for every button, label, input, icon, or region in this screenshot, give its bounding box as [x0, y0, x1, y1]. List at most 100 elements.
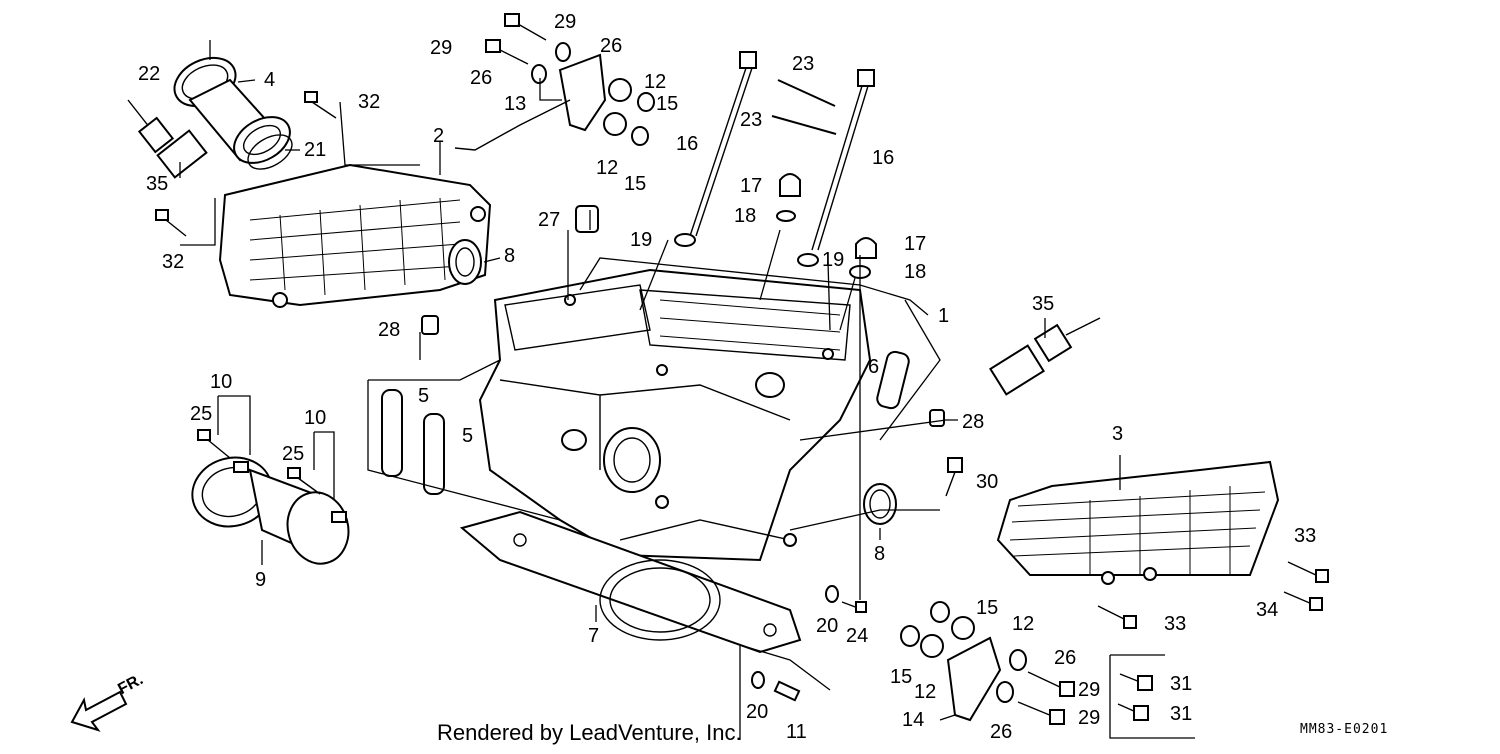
- callout-26-d: 26: [990, 721, 1012, 743]
- dowel-28-right[interactable]: [929, 409, 945, 427]
- diagram-code: MM83-E0201: [1300, 722, 1389, 737]
- callout-18-b: 18: [904, 261, 926, 283]
- cap-15-upper[interactable]: [631, 92, 655, 146]
- callout-5-a: 5: [418, 385, 429, 407]
- callout-35-a: 35: [146, 173, 168, 195]
- callout-17-a: 17: [740, 175, 762, 197]
- insulator-part-9[interactable]: [185, 449, 357, 571]
- callout-9: 9: [255, 569, 266, 591]
- fitting-11[interactable]: [773, 680, 801, 702]
- callout-8-a: 8: [504, 245, 515, 267]
- callout-25-a: 25: [190, 403, 212, 425]
- cap-15-lower[interactable]: [900, 601, 950, 647]
- pipe-part-6[interactable]: [876, 350, 911, 410]
- bolt-34[interactable]: [1283, 591, 1323, 611]
- callout-7: 7: [588, 625, 599, 647]
- head-cover-part-2[interactable]: [218, 163, 492, 308]
- spark-plug-left[interactable]: [127, 99, 208, 179]
- bolt-31[interactable]: [1117, 673, 1153, 721]
- bolt-24[interactable]: [841, 601, 867, 613]
- bracket-part-13[interactable]: [454, 53, 607, 151]
- washer-26-upper[interactable]: [531, 42, 571, 84]
- callout-33-a: 33: [1294, 525, 1316, 547]
- dowel-27[interactable]: [575, 205, 599, 233]
- valve-guide-5-left[interactable]: [381, 389, 403, 477]
- bolt-33-upper[interactable]: [1287, 561, 1329, 583]
- washer-19-right[interactable]: [797, 253, 819, 267]
- bolt-29-upper[interactable]: [485, 13, 547, 65]
- callout-3: 3: [1112, 423, 1123, 445]
- plug-part-8[interactable]: [863, 483, 897, 525]
- gear-12-lower[interactable]: [920, 616, 975, 658]
- callout-30: 30: [976, 471, 998, 493]
- bolt-30[interactable]: [945, 457, 963, 497]
- callout-22: 22: [138, 63, 160, 85]
- callout-8-b: 8: [874, 543, 885, 565]
- leader-lines: [179, 40, 1195, 740]
- callout-15-b: 15: [624, 173, 646, 195]
- callout-2: 2: [433, 125, 444, 147]
- gear-12-upper[interactable]: [603, 78, 632, 136]
- clamp-10-left[interactable]: [233, 461, 249, 473]
- washer-20-lower[interactable]: [751, 671, 765, 689]
- bolt-29-lower[interactable]: [1017, 671, 1075, 725]
- callout-15-c: 15: [976, 597, 998, 619]
- intake-joint-part-4[interactable]: [167, 49, 298, 177]
- callout-17-b: 17: [904, 233, 926, 255]
- dowel-28-left[interactable]: [421, 315, 439, 335]
- callout-23-b: 23: [740, 109, 762, 131]
- head-gasket-part-7[interactable]: [459, 510, 802, 654]
- callout-12-d: 12: [914, 681, 936, 703]
- front-direction-arrow-icon: [70, 690, 128, 732]
- callout-35-b: 35: [1032, 293, 1054, 315]
- callout-29-a: 29: [554, 11, 576, 33]
- washer-18-upper[interactable]: [776, 210, 796, 222]
- clamp-10-right[interactable]: [331, 511, 347, 523]
- callout-32-b: 32: [162, 251, 184, 273]
- callout-31-b: 31: [1170, 703, 1192, 725]
- bolt-32-lower[interactable]: [155, 209, 187, 237]
- callout-28-b: 28: [962, 411, 984, 433]
- callout-1: 1: [938, 305, 949, 327]
- callout-27: 27: [538, 209, 560, 231]
- callout-4: 4: [264, 69, 275, 91]
- callout-12-b: 12: [596, 157, 618, 179]
- washer-19-left[interactable]: [674, 233, 696, 247]
- callout-26-c: 26: [1054, 647, 1076, 669]
- callout-26-a: 26: [600, 35, 622, 57]
- callout-24: 24: [846, 625, 868, 647]
- washer-26-lower[interactable]: [996, 649, 1027, 703]
- callout-26-b: 26: [470, 67, 492, 89]
- valve-guide-5-right[interactable]: [423, 413, 445, 495]
- callout-11: 11: [786, 721, 807, 743]
- callout-29-d: 29: [1078, 707, 1100, 729]
- cap-nut-17-lower[interactable]: [855, 237, 877, 259]
- callout-16-b: 16: [872, 147, 894, 169]
- stud-bolt-16-left[interactable]: [689, 51, 757, 237]
- callout-32-a: 32: [358, 91, 380, 113]
- callout-12-a: 12: [644, 71, 666, 93]
- cylinder-head-part-1[interactable]: [478, 268, 872, 562]
- callout-20-b: 20: [746, 701, 768, 723]
- callout-25-b: 25: [282, 443, 304, 465]
- bolt-32-upper[interactable]: [304, 91, 337, 119]
- cap-nut-17-upper[interactable]: [779, 173, 801, 197]
- stud-23-upper[interactable]: [777, 79, 836, 107]
- callout-labels: 1 2 3 4 5 5 6 7 8 8 9 10 10 11 12 12 12 …: [138, 11, 1316, 743]
- callout-29-b: 29: [430, 37, 452, 59]
- head-cover-part-3[interactable]: [996, 460, 1280, 585]
- callout-19-a: 19: [630, 229, 652, 251]
- callout-16-a: 16: [676, 133, 698, 155]
- screw-25-right[interactable]: [287, 467, 321, 495]
- bolt-33-lower[interactable]: [1097, 605, 1137, 629]
- callout-14: 14: [902, 709, 924, 731]
- callout-23-a: 23: [792, 53, 814, 75]
- spark-plug-right[interactable]: [989, 317, 1101, 396]
- washer-20-upper[interactable]: [825, 585, 839, 603]
- stud-23-lower[interactable]: [771, 115, 837, 135]
- bracket-part-14[interactable]: [946, 636, 1002, 722]
- screw-25-left[interactable]: [197, 429, 231, 459]
- stud-bolt-16-right[interactable]: [811, 69, 875, 251]
- callout-10-a: 10: [210, 371, 232, 393]
